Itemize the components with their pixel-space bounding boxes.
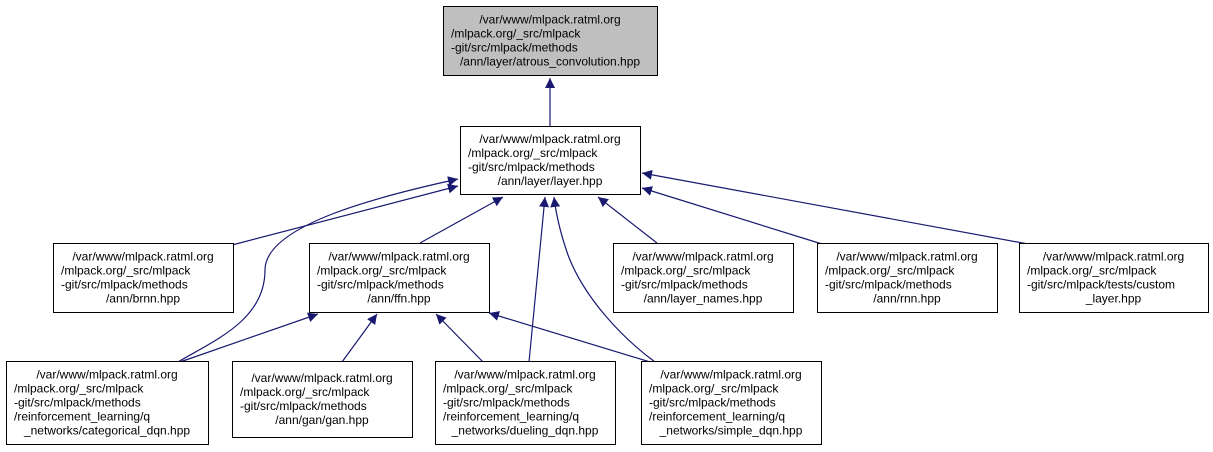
node-label-line: /ann/layer/atrous_convolution.hpp — [460, 55, 640, 69]
node-label-line: /mlpack.org/_src/mlpack — [14, 382, 144, 396]
node-label-line: /ann/brnn.hpp — [106, 292, 180, 306]
node-label-line: /mlpack.org/_src/mlpack — [468, 146, 598, 160]
node-label-line: -git/src/mlpack/methods — [14, 396, 141, 410]
node-label-line: /var/www/mlpack.ratml.org — [251, 371, 392, 385]
node-label-line: _layer.hpp — [1085, 292, 1142, 306]
node-label-line: -git/src/mlpack/tests/custom — [1027, 278, 1175, 292]
edge-rnn-to-layer — [641, 186, 823, 245]
node-box-layer[interactable] — [460, 126, 641, 195]
edge-categorical_dqn-to-layer — [177, 176, 459, 363]
node-categorical_dqn[interactable]: /var/www/mlpack.ratml.org/mlpack.org/_sr… — [6, 361, 209, 445]
node-label-line: -git/src/mlpack/methods — [621, 278, 748, 292]
node-dueling_dqn[interactable]: /var/www/mlpack.ratml.org/mlpack.org/_sr… — [435, 361, 616, 445]
node-label-line: /var/www/mlpack.ratml.org — [72, 250, 213, 264]
node-box-custom_layer[interactable] — [1019, 243, 1209, 313]
node-box-rnn[interactable] — [817, 243, 998, 313]
node-box-dueling_dqn[interactable] — [435, 361, 616, 445]
node-box-simple_dqn[interactable] — [641, 361, 822, 445]
node-layer_names[interactable]: /var/www/mlpack.ratml.org/mlpack.org/_sr… — [613, 243, 794, 313]
node-label-line: /ann/ffn.hpp — [367, 292, 430, 306]
edge-dueling_dqn-to-layer — [528, 196, 550, 363]
node-label-line: /mlpack.org/_src/mlpack — [1027, 264, 1157, 278]
node-label-line: /var/www/mlpack.ratml.org — [632, 250, 773, 264]
node-label-line: /mlpack.org/_src/mlpack — [317, 264, 447, 278]
node-label-line: /var/www/mlpack.ratml.org — [479, 132, 620, 146]
node-label-line: -git/src/mlpack/methods — [240, 399, 367, 413]
node-brnn[interactable]: /var/www/mlpack.ratml.org/mlpack.org/_sr… — [53, 243, 234, 313]
node-ffn[interactable]: /var/www/mlpack.ratml.org/mlpack.org/_sr… — [309, 243, 490, 313]
edge-categorical_dqn-to-ffn — [179, 312, 319, 363]
node-label-line: /var/www/mlpack.ratml.org — [454, 368, 595, 382]
node-label-line: -git/src/mlpack/methods — [61, 278, 188, 292]
node-label-line: /mlpack.org/_src/mlpack — [649, 382, 779, 396]
node-label-line: /ann/layer_names.hpp — [644, 292, 763, 306]
node-label-line: _networks/simple_dqn.hpp — [659, 424, 803, 438]
node-label-line: /var/www/mlpack.ratml.org — [328, 250, 469, 264]
node-label-line: /reinforcement_learning/q — [649, 410, 785, 424]
node-box-brnn[interactable] — [53, 243, 234, 313]
node-label-line: /reinforcement_learning/q — [14, 410, 150, 424]
node-label-line: /reinforcement_learning/q — [443, 410, 579, 424]
node-label-line: /mlpack.org/_src/mlpack — [61, 264, 191, 278]
node-label-line: /var/www/mlpack.ratml.org — [479, 13, 620, 27]
edge-simple_dqn-to-ffn — [488, 311, 651, 363]
node-label-line: /mlpack.org/_src/mlpack — [825, 264, 955, 278]
edge-ffn-to-layer — [419, 196, 504, 244]
node-label-line: -git/src/mlpack/methods — [825, 278, 952, 292]
edge-layer_names-to-layer — [597, 196, 658, 244]
edge-custom_layer-to-layer — [641, 169, 1029, 245]
nodes-layer: /var/www/mlpack.ratml.org/mlpack.org/_sr… — [6, 6, 1209, 445]
node-simple_dqn[interactable]: /var/www/mlpack.ratml.org/mlpack.org/_sr… — [641, 361, 822, 445]
node-label-line: /mlpack.org/_src/mlpack — [621, 264, 751, 278]
edge-gan-to-ffn — [341, 313, 378, 363]
node-layer[interactable]: /var/www/mlpack.ratml.org/mlpack.org/_sr… — [460, 126, 641, 195]
node-label-line: -git/src/mlpack/methods — [468, 160, 595, 174]
node-label-line: /var/www/mlpack.ratml.org — [660, 368, 801, 382]
node-label-line: /ann/gan/gan.hpp — [275, 413, 369, 427]
node-custom_layer[interactable]: /var/www/mlpack.ratml.org/mlpack.org/_sr… — [1019, 243, 1209, 313]
node-label-line: /var/www/mlpack.ratml.org — [836, 250, 977, 264]
node-box-gan[interactable] — [232, 361, 413, 438]
node-label-line: -git/src/mlpack/methods — [443, 396, 570, 410]
node-label-line: /ann/rnn.hpp — [873, 292, 941, 306]
node-rnn[interactable]: /var/www/mlpack.ratml.org/mlpack.org/_sr… — [817, 243, 998, 313]
edge-brnn-to-layer — [231, 183, 459, 246]
node-box-layer_names[interactable] — [613, 243, 794, 313]
node-box-atrous[interactable] — [443, 6, 658, 76]
node-atrous[interactable]: /var/www/mlpack.ratml.org/mlpack.org/_sr… — [443, 6, 658, 76]
node-label-line: /var/www/mlpack.ratml.org — [1043, 250, 1184, 264]
edge-dueling_dqn-to-ffn — [435, 313, 484, 363]
node-box-categorical_dqn[interactable] — [6, 361, 209, 445]
node-gan[interactable]: /var/www/mlpack.ratml.org/mlpack.org/_sr… — [232, 361, 413, 438]
edge-simple_dqn-to-layer — [550, 196, 656, 363]
node-label-line: -git/src/mlpack/methods — [649, 396, 776, 410]
node-label-line: /ann/layer/layer.hpp — [498, 174, 603, 188]
node-label-line: _networks/categorical_dqn.hpp — [23, 424, 190, 438]
node-label-line: -git/src/mlpack/methods — [317, 278, 444, 292]
edges-layer — [177, 78, 1029, 363]
node-box-ffn[interactable] — [309, 243, 490, 313]
node-label-line: /mlpack.org/_src/mlpack — [240, 385, 370, 399]
node-label-line: /mlpack.org/_src/mlpack — [451, 27, 581, 41]
node-label-line: /mlpack.org/_src/mlpack — [443, 382, 573, 396]
node-label-line: /var/www/mlpack.ratml.org — [36, 368, 177, 382]
node-label-line: _networks/dueling_dqn.hpp — [451, 424, 599, 438]
node-label-line: -git/src/mlpack/methods — [451, 41, 578, 55]
